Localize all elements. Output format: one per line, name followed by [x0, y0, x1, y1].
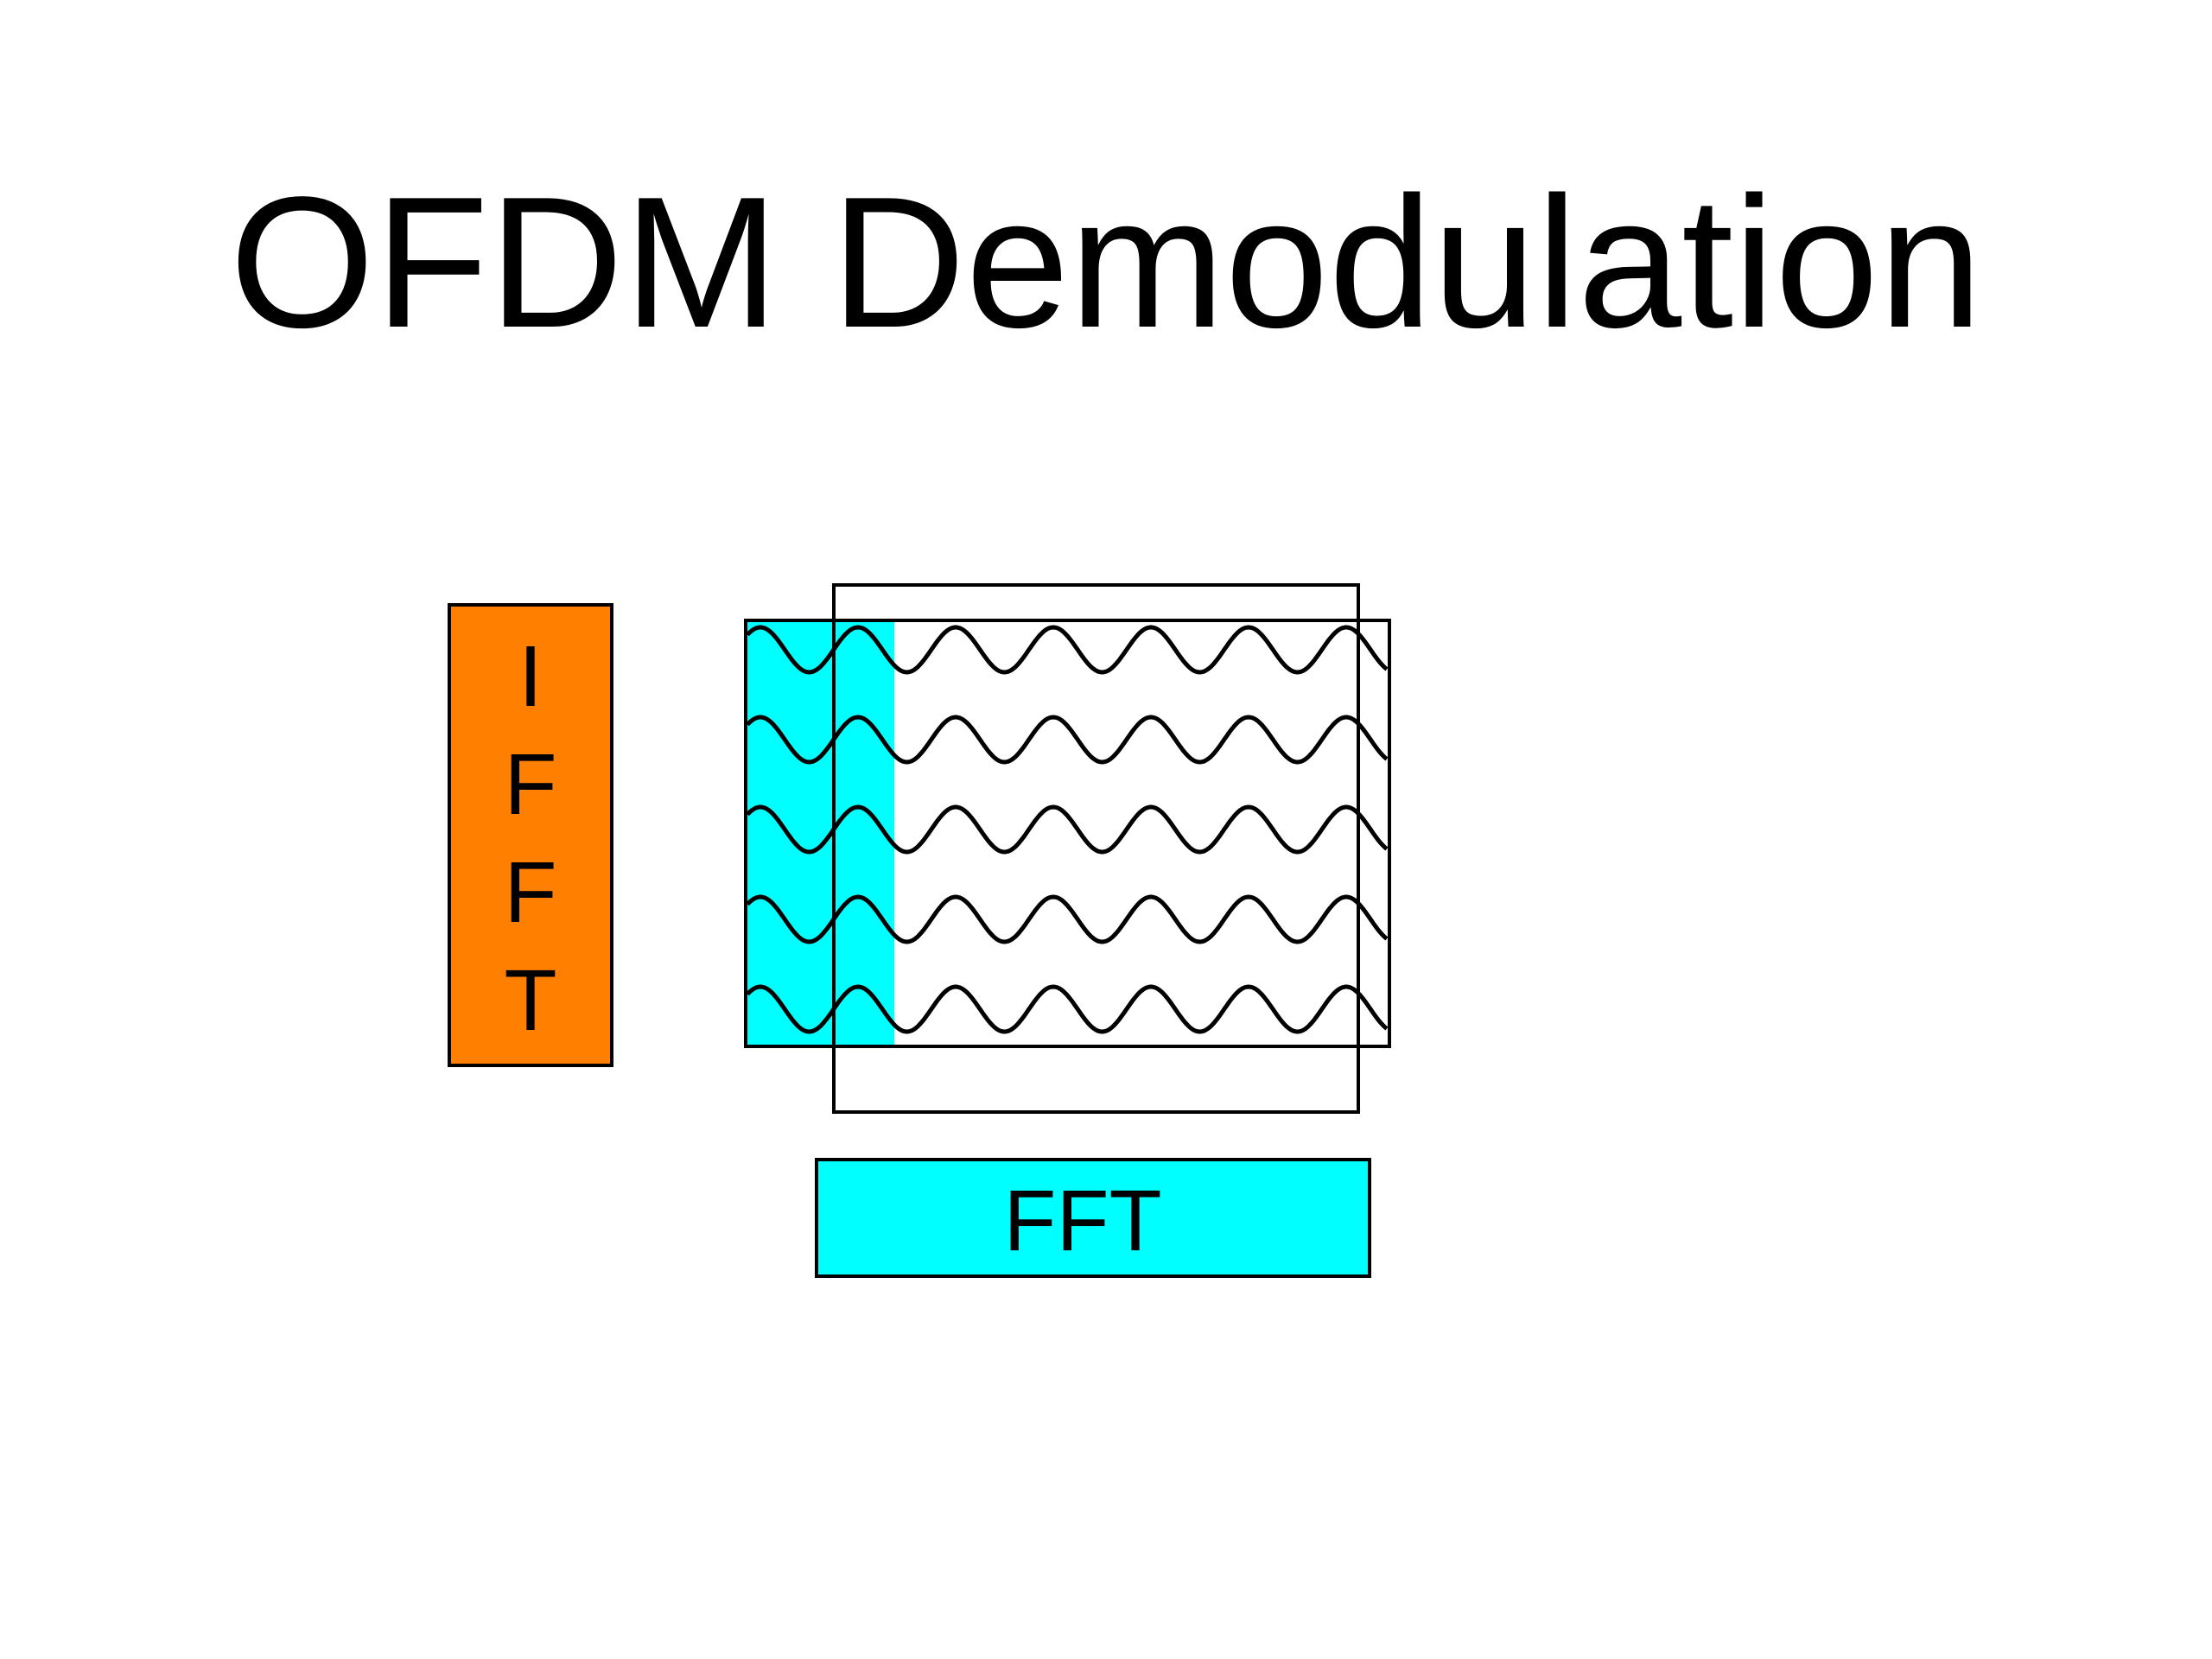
- fft-window-frame: [832, 583, 1360, 1114]
- ifft-letter-i: I: [518, 628, 543, 725]
- cyclic-prefix-region: [746, 620, 894, 1046]
- subcarrier-wave: [746, 804, 1389, 855]
- subcarrier-wave: [746, 715, 1389, 765]
- ifft-letter-f1: F: [504, 736, 556, 833]
- subcarrier-wave: [746, 894, 1389, 944]
- ifft-letter-t: T: [504, 952, 556, 1049]
- ifft-letter-f2: F: [504, 844, 556, 941]
- fft-block: FFT: [815, 1158, 1371, 1278]
- ofdm-symbol-frame: [744, 619, 1391, 1048]
- subcarrier-waves: [746, 625, 1389, 1034]
- subcarrier-wave: [746, 625, 1389, 675]
- ifft-block: I F F T: [448, 603, 613, 1067]
- ifft-box: [448, 603, 613, 1067]
- slide-title: OFDM Demodulation: [229, 157, 1983, 366]
- fft-box: [815, 1158, 1371, 1278]
- subcarrier-wave: [746, 984, 1389, 1034]
- fft-label: FFT: [1003, 1173, 1161, 1269]
